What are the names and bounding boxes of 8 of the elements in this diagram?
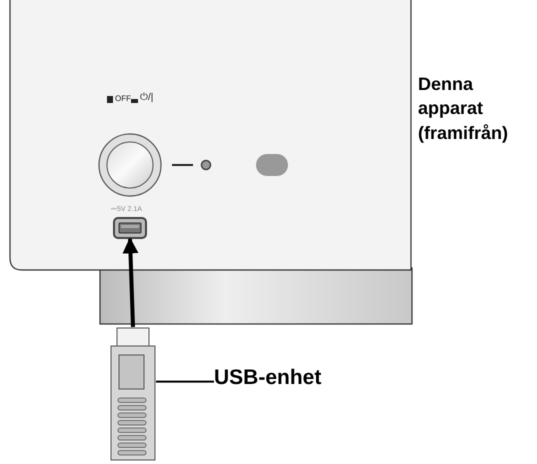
usb-stick-drawing	[110, 327, 156, 461]
switch-label: OFF	[115, 94, 131, 103]
leader-line	[156, 380, 214, 383]
arrow	[122, 237, 138, 328]
device-caption: Denna apparat (framifrån)	[418, 73, 510, 145]
callout-text: USB-enhet	[214, 366, 334, 392]
switch-label: ⏻/|	[140, 92, 154, 103]
usb-port	[113, 217, 147, 239]
